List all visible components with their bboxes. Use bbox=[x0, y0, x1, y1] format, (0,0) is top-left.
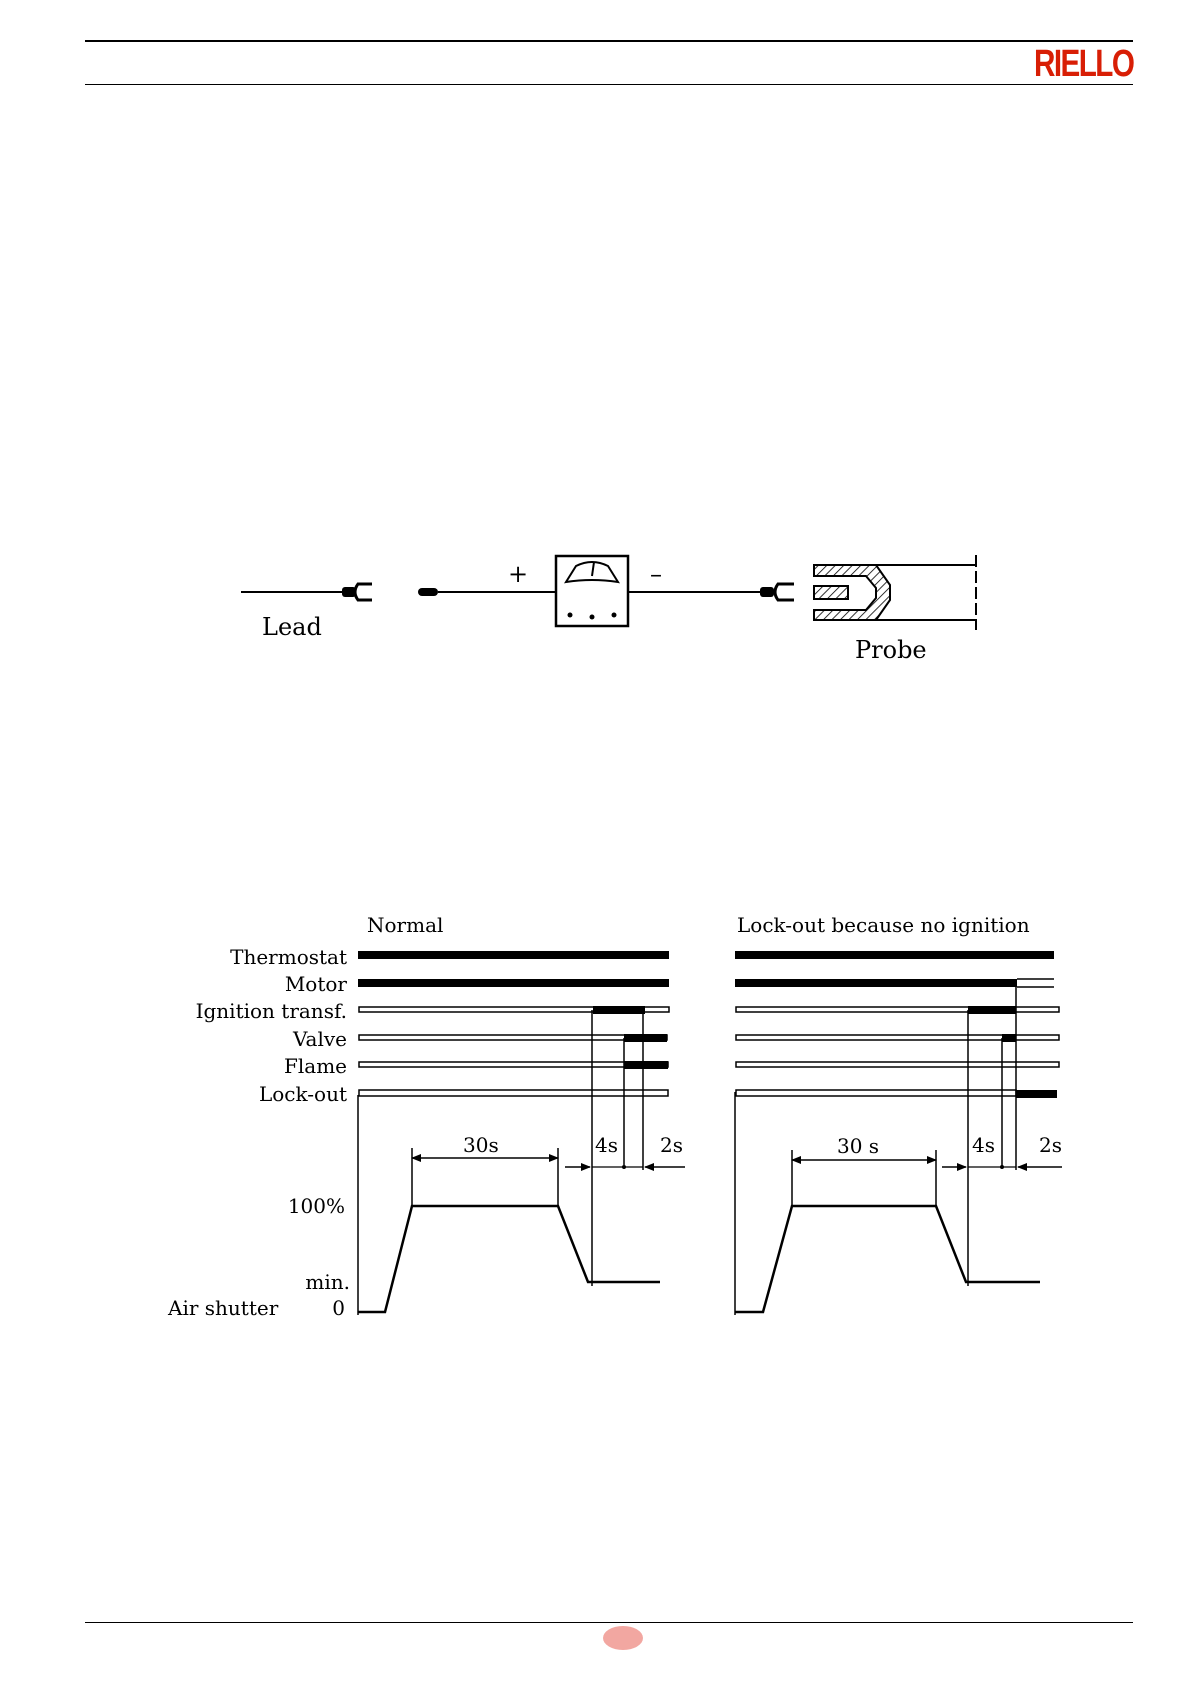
air-level-zero: 0 bbox=[332, 1296, 345, 1320]
probe-icon bbox=[814, 555, 976, 630]
lockout-ignition-label: 4s bbox=[972, 1133, 995, 1157]
air-shutter-label: Air shutter bbox=[167, 1296, 279, 1320]
normal-ignition-label: 4s bbox=[595, 1133, 618, 1157]
lockout-purge-label: 30 s bbox=[837, 1134, 879, 1158]
probe-measurement-diagram: Lead + – Probe bbox=[241, 555, 976, 664]
normal-safety-label: 2s bbox=[660, 1133, 683, 1157]
motor-on-bar bbox=[358, 979, 669, 987]
air-shutter-profile-normal bbox=[358, 1206, 660, 1312]
signal-label-lockout: Lock-out bbox=[259, 1082, 347, 1106]
air-level-full: 100% bbox=[288, 1194, 345, 1218]
signal-label-motor: Motor bbox=[285, 972, 348, 996]
flame-on-bar bbox=[624, 1061, 668, 1069]
normal-title: Normal bbox=[367, 913, 443, 937]
thermostat-on-bar bbox=[358, 951, 669, 959]
air-shutter-profile-lockout bbox=[735, 1206, 1040, 1312]
minus-sign: – bbox=[650, 560, 662, 588]
ignition-on-bar bbox=[593, 1006, 645, 1014]
valve-on-bar bbox=[624, 1034, 667, 1042]
microammeter-icon bbox=[556, 556, 628, 626]
lockout-valve-on-bar bbox=[1002, 1034, 1016, 1042]
timing-diagram-lockout: Lock-out because no ignition 30 s 4s 2s bbox=[735, 913, 1062, 1315]
signal-label-valve: Valve bbox=[292, 1027, 347, 1051]
signal-label-ignition-transformer: Ignition transf. bbox=[196, 999, 347, 1023]
lockout-motor-bar bbox=[735, 979, 1017, 987]
probe-connector bbox=[760, 584, 794, 600]
air-level-min: min. bbox=[305, 1270, 350, 1294]
normal-purge-label: 30s bbox=[463, 1133, 499, 1157]
probe-label: Probe bbox=[855, 636, 927, 664]
lockout-flame-track bbox=[736, 1062, 1059, 1067]
flame-off-track bbox=[359, 1062, 668, 1067]
lead-connector bbox=[342, 584, 372, 600]
lockout-safety-label: 2s bbox=[1039, 1133, 1062, 1157]
lockout-ignition-on-bar bbox=[968, 1006, 1016, 1014]
signal-label-flame: Flame bbox=[284, 1054, 347, 1078]
lockout-off-track bbox=[359, 1090, 668, 1096]
lockout-title: Lock-out because no ignition bbox=[737, 913, 1030, 937]
valve-off-track bbox=[359, 1035, 667, 1040]
timing-diagram-normal: Normal Thermostat Motor Ignition transf.… bbox=[167, 913, 685, 1320]
meter-plug bbox=[418, 588, 438, 596]
lockout-thermostat-bar bbox=[735, 951, 1054, 959]
signal-label-thermostat: Thermostat bbox=[230, 945, 347, 969]
plus-sign: + bbox=[508, 560, 528, 588]
lockout-lockout-on-bar bbox=[1016, 1090, 1057, 1098]
lockout-lockout-track bbox=[736, 1090, 1016, 1096]
lead-label: Lead bbox=[262, 613, 322, 641]
